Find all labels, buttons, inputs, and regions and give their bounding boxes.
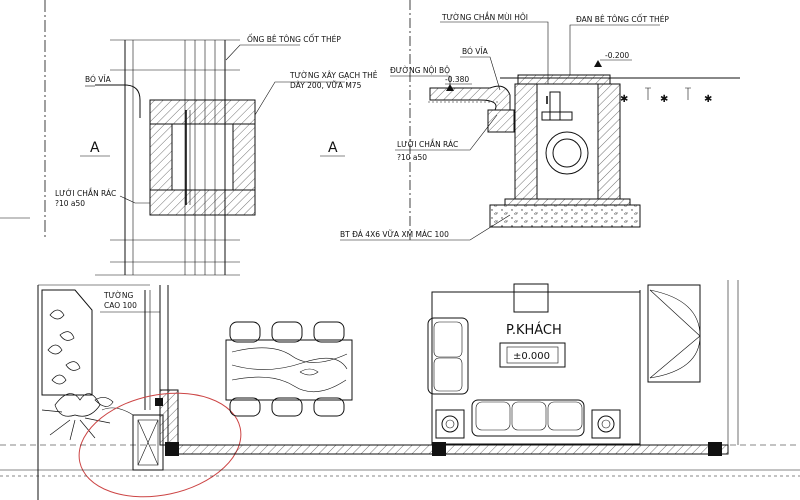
- plan-detail: [0, 0, 345, 276]
- section-grate-label-1: LƯỚI CHẮN RÁC: [397, 139, 458, 149]
- plan-wall-label-2: CAO 100: [104, 301, 137, 310]
- level-road: -0.380: [445, 75, 469, 84]
- level-top: -0.200: [605, 51, 629, 60]
- slab-label: ĐAN BÊ TÔNG CỐT THÉP: [576, 14, 669, 24]
- section-grate-label-2: ?10 a50: [397, 153, 427, 162]
- weir-label: TƯỜNG CHẮN MÙI HÔI: [441, 12, 528, 22]
- dining-set: [225, 321, 353, 417]
- room-name: P.KHÁCH: [506, 322, 562, 338]
- pipe-label: ỐNG BÊ TÔNG CỐT THÉP: [247, 34, 341, 44]
- base-label: BT ĐÁ 4X6 VỮA XM MÁC 100: [340, 230, 449, 239]
- plan-wall-label-1: TƯỜNG: [103, 291, 133, 300]
- room-level: ±0.000: [513, 351, 550, 362]
- svg-text:✱: ✱: [660, 94, 668, 105]
- section-curb-label: BÓ VỈA: [462, 47, 489, 56]
- section-detail: ✱ ✱ ✱: [340, 0, 740, 241]
- section-mark-right: A: [328, 140, 338, 156]
- curb-label: BÓ VỈA: [85, 75, 112, 84]
- grate-label-2: ?10 a50: [55, 199, 85, 208]
- grate-label-1: LƯỚI CHẮN RÁC: [55, 188, 116, 198]
- planting: [41, 309, 114, 441]
- wall-label-1: TƯỜNG XÂY GẠCH THẺ: [289, 71, 378, 80]
- svg-text:✱: ✱: [620, 94, 628, 105]
- wall-label-2: DÀY 200, VỮA M75: [290, 81, 362, 90]
- road-label: ĐƯỜNG NỘI BỘ: [390, 66, 450, 75]
- grass-symbols: ✱ ✱ ✱: [620, 87, 712, 105]
- svg-text:✱: ✱: [704, 94, 712, 105]
- sofa-set: [427, 317, 621, 439]
- floor-plan: [0, 280, 800, 500]
- section-mark-left: A: [90, 140, 100, 156]
